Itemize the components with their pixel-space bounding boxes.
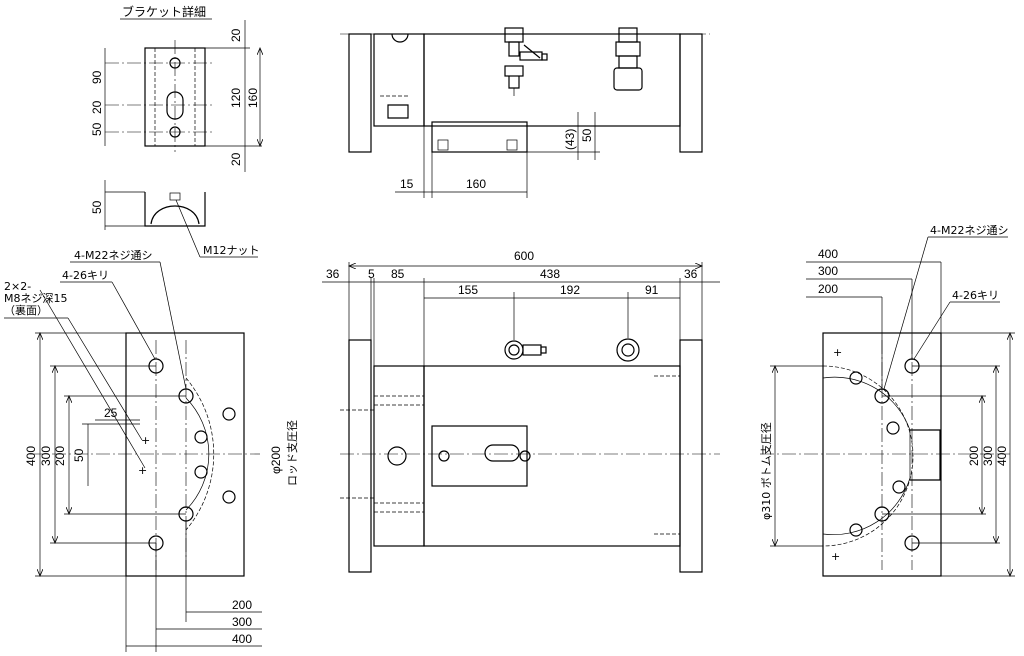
bottom-dia-label: φ310 ボトム支圧径 — [760, 422, 773, 520]
front-dim-155: 155 — [458, 283, 478, 297]
right-end-view: + + 400 300 200 4-M22ネジ通シ 4-26キリ 200 300… — [760, 224, 1015, 576]
nut-label: M12ナット — [203, 244, 260, 257]
front-dim-36-left: 36 — [326, 267, 340, 281]
top-dim-50: 50 — [580, 128, 594, 142]
right-dim-r400: 400 — [995, 446, 1009, 466]
svg-text:+: + — [831, 550, 840, 563]
rod-dia-label: ロッド支圧径 — [286, 420, 299, 486]
bracket-dim-90: 90 — [90, 70, 104, 84]
top-view-left-flange — [348, 33, 372, 153]
front-dim-91: 91 — [645, 283, 659, 297]
left-thread-label: 4-M22ネジ通シ — [74, 249, 152, 262]
svg-text:+: + — [141, 434, 150, 447]
top-view-right-flange — [679, 33, 703, 153]
right-hole-label: 4-26キリ — [952, 289, 999, 302]
front-dim-600: 600 — [514, 249, 534, 263]
top-view-port-2 — [613, 27, 643, 91]
top-view: (43) 50 15 160 — [340, 27, 710, 198]
left-end-plate — [125, 332, 245, 577]
left-dim-b300: 300 — [232, 615, 252, 629]
front-view: 600 36 5 85 438 36 155 192 91 — [322, 249, 720, 573]
right-dim-200: 200 — [818, 282, 838, 296]
left-dim-b400: 400 — [232, 632, 252, 646]
bracket-dim-20-top: 20 — [229, 28, 243, 42]
left-dim-b200: 200 — [232, 598, 252, 612]
left-blind-label-1: 2×2- — [4, 280, 31, 293]
front-dim-36-right: 36 — [684, 267, 698, 281]
bracket-dim-20-bottom: 20 — [229, 152, 243, 166]
top-dim-160: 160 — [466, 177, 486, 191]
left-hole-label: 4-26キリ — [62, 269, 109, 282]
front-dim-192: 192 — [560, 283, 580, 297]
left-end-view: + + 400 300 200 50 25 200 300 400 4-M22ネ… — [4, 249, 299, 652]
front-dim-5: 5 — [368, 267, 375, 281]
front-bracket — [431, 425, 528, 487]
left-dim-300: 300 — [39, 446, 53, 466]
front-left-flange — [348, 339, 372, 573]
front-right-flange — [679, 339, 703, 573]
bracket-dim-side-50: 50 — [90, 200, 104, 214]
front-cylinder — [423, 365, 681, 547]
bracket-title: ブラケット詳細 — [122, 4, 206, 19]
front-dim-438: 438 — [540, 267, 560, 281]
right-dim-400: 400 — [818, 247, 838, 261]
top-view-port-1 — [504, 27, 548, 96]
rod-dia: φ200 — [269, 446, 283, 474]
front-port-2 — [616, 338, 640, 362]
bracket-dim-120: 120 — [229, 88, 243, 108]
left-blind-label-3: （裏面） — [4, 303, 48, 317]
bracket-slot — [166, 91, 184, 120]
bracket-dim-20-mid: 20 — [90, 100, 104, 114]
top-dim-43: (43) — [563, 129, 577, 150]
svg-text:+: + — [138, 464, 147, 477]
svg-text:+: + — [833, 346, 842, 359]
front-port-1 — [504, 340, 547, 360]
bracket-dim-50: 50 — [90, 122, 104, 136]
front-dim-85: 85 — [391, 267, 405, 281]
right-dim-300: 300 — [818, 264, 838, 278]
top-view-bracket — [431, 121, 528, 153]
bracket-detail: ブラケット詳細 20 120 20 160 90 20 50 50 — [90, 4, 262, 258]
left-dim-200: 200 — [53, 446, 67, 466]
right-thread-label: 4-M22ネジ通シ — [930, 224, 1008, 237]
right-dim-r200: 200 — [967, 446, 981, 466]
top-dim-15: 15 — [400, 177, 414, 191]
left-blind-label-2: M8ネジ深15 — [4, 292, 68, 305]
right-dim-r300: 300 — [981, 446, 995, 466]
left-dim-400: 400 — [24, 446, 38, 466]
bracket-dim-160: 160 — [246, 88, 260, 108]
bracket-side — [144, 192, 206, 227]
left-dim-50: 50 — [72, 448, 86, 462]
